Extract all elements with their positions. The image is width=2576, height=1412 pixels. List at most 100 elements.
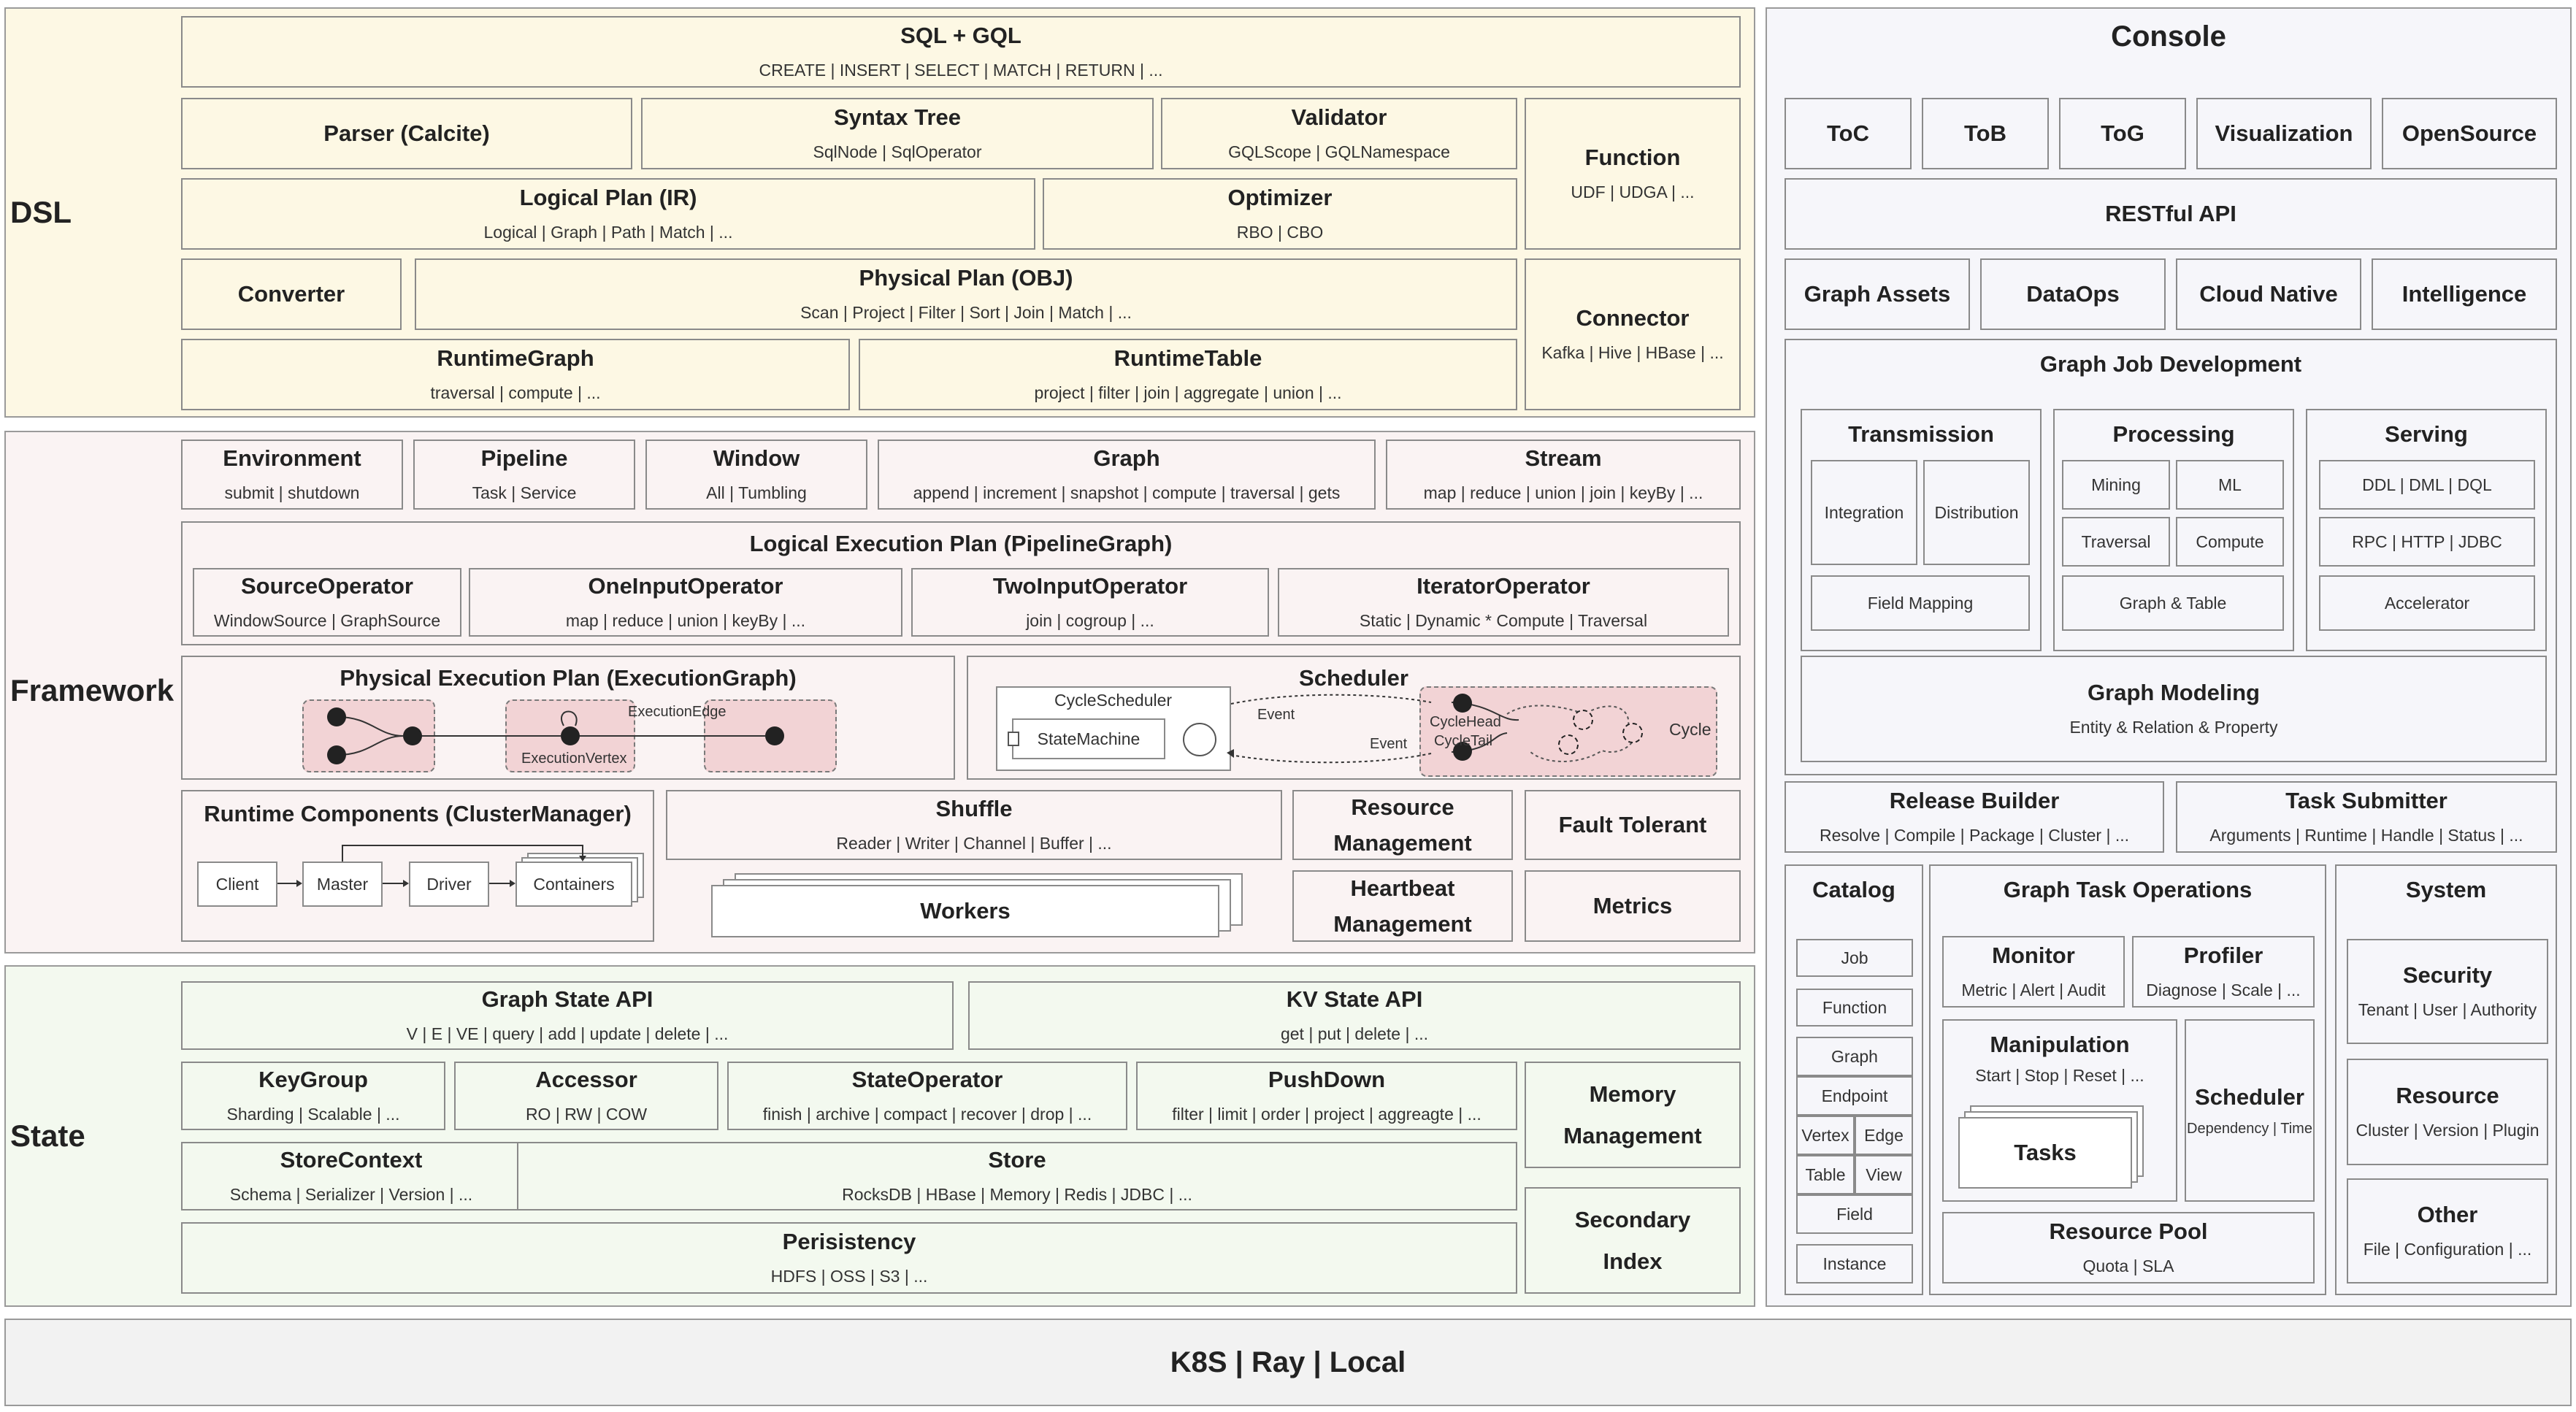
graph-job-development-title: Graph Job Development [2039, 351, 2302, 377]
field-mapping-box: Field Mapping [1811, 575, 2030, 631]
shuffle-sub: Reader | Writer | Channel | Buffer | ... [836, 833, 1112, 853]
shuffle-title: Shuffle [935, 796, 1013, 822]
kv-state-api-box: KV State API get | put | delete | ... [968, 981, 1741, 1050]
client-label: Client [215, 874, 259, 894]
accelerator-box: Accelerator [2319, 575, 2535, 631]
distribution-box: Distribution [1923, 460, 2030, 565]
syntax-tree-sub: SqlNode | SqlOperator [813, 142, 982, 161]
two-input-operator-sub: join | cogroup | ... [1026, 610, 1154, 630]
catalog-graph: Graph [1796, 1037, 1913, 1076]
store-title: Store [988, 1147, 1046, 1173]
containers-label: Containers [533, 874, 615, 894]
metrics-title: Metrics [1592, 893, 1673, 919]
workers-box: Workers [711, 885, 1219, 937]
profiler-box: Profiler Diagnose | Scale | ... [2132, 936, 2315, 1008]
state-layer: State Graph State API V | E | VE | query… [4, 965, 1755, 1307]
cloud-native-label: Cloud Native [2199, 281, 2338, 307]
store-box: Store RocksDB | HBase | Memory | Redis |… [517, 1142, 1517, 1210]
memory-management-line2: Management [1563, 1123, 1702, 1148]
distribution-label: Distribution [1934, 502, 2019, 522]
stream-api-sub: map | reduce | union | join | keyBy | ..… [1423, 483, 1703, 502]
converter-title: Converter [237, 281, 345, 307]
manipulation-title: Manipulation [1990, 1032, 2130, 1057]
system-title: System [2405, 877, 2487, 902]
client-node: Client [197, 862, 277, 907]
logical-plan-title: Logical Plan (IR) [519, 185, 697, 211]
console-panel: Console ToC ToB ToG Visualization OpenSo… [1766, 7, 2572, 1307]
monitor-sub: Metric | Alert | Audit [1961, 980, 2106, 999]
cycle-tail-dot [1453, 742, 1472, 761]
catalog-table: Table [1796, 1155, 1855, 1194]
cluster-manager-diagram: Client Master Driver Containers [181, 790, 654, 942]
graph-assets-label: Graph Assets [1803, 281, 1951, 307]
console-title: Console [2111, 20, 2226, 53]
window-sub: All | Tumbling [706, 483, 807, 502]
one-input-operator-box: OneInputOperator map | reduce | union | … [469, 568, 902, 637]
accelerator-label: Accelerator [2384, 593, 2470, 613]
logical-plan-sub: Logical | Graph | Path | Match | ... [483, 222, 733, 242]
logical-plan-box: Logical Plan (IR) Logical | Graph | Path… [181, 178, 1035, 250]
catalog-instance: Instance [1796, 1244, 1913, 1284]
catalog-job: Job [1796, 939, 1913, 977]
toc-label: ToC [1827, 120, 1869, 147]
graph-state-api-sub: V | E | VE | query | add | update | dele… [406, 1024, 729, 1043]
pushdown-sub: filter | limit | order | project | aggre… [1172, 1104, 1481, 1124]
task-submitter-sub: Arguments | Runtime | Handle | Status | … [2209, 825, 2523, 845]
cycle-head-label: CycleHead [1430, 714, 1501, 730]
execution-edges [337, 710, 765, 756]
pipeline-box: Pipeline Task | Service [413, 440, 635, 510]
graph-modeling-box: Graph Modeling Entity & Relation & Prope… [1801, 656, 2547, 762]
window-box: Window All | Tumbling [645, 440, 867, 510]
sql-gql-sub: CREATE | INSERT | SELECT | MATCH | RETUR… [759, 60, 1163, 80]
opensource-label: OpenSource [2401, 120, 2537, 147]
one-input-operator-title: OneInputOperator [588, 573, 783, 599]
heartbeat-management-line2: Management [1333, 911, 1472, 937]
cloud-native-box: Cloud Native [2176, 258, 2361, 330]
graph-api-sub: append | increment | snapshot | compute … [913, 483, 1341, 502]
dataops-box: DataOps [1980, 258, 2166, 330]
memory-management-line1: Memory [1589, 1081, 1676, 1107]
state-machine-label: StateMachine [1037, 729, 1141, 748]
transmission-title: Transmission [1848, 421, 1994, 447]
logical-exec-plan-title: Logical Execution Plan (PipelineGraph) [749, 531, 1173, 556]
state-operator-title: StateOperator [851, 1067, 1003, 1093]
other-title: Other [2417, 1202, 2478, 1228]
catalog-field: Field [1796, 1194, 1913, 1234]
resource-title: Resource [2396, 1083, 2499, 1109]
parser-box: Parser (Calcite) [181, 98, 632, 169]
validator-title: Validator [1291, 104, 1387, 131]
compute-box: Compute [2176, 517, 2284, 567]
state-machine-box: StateMachine [1012, 718, 1165, 759]
task-submitter-box: Task Submitter Arguments | Runtime | Han… [2176, 781, 2557, 853]
catalog-endpoint-label: Endpoint [1821, 1086, 1888, 1105]
catalog-edge-label: Edge [1864, 1125, 1904, 1145]
monitor-title: Monitor [1992, 943, 2075, 969]
state-label: State [10, 1119, 85, 1153]
rpc-http-jdbc-box: RPC | HTTP | JDBC [2319, 517, 2535, 567]
graph-api-box: Graph append | increment | snapshot | co… [878, 440, 1376, 510]
execution-vertex-label: ExecutionVertex [521, 751, 627, 767]
graph-api-title: Graph [1093, 445, 1160, 472]
profiler-title: Profiler [2183, 943, 2263, 969]
catalog-instance-label: Instance [1822, 1254, 1887, 1273]
execution-vertex-dot [561, 726, 580, 745]
validator-box: Validator GQLScope | GQLNamespace [1161, 98, 1517, 169]
master-node: Master [302, 862, 383, 907]
cycle-label: Cycle [1669, 720, 1711, 739]
resource-management-line1: Resource [1351, 794, 1454, 820]
runtime-components-title: Runtime Components (ClusterManager) [204, 801, 632, 826]
dsl-label: DSL [10, 195, 72, 229]
window-title: Window [713, 445, 800, 472]
execution-edge-label: ExecutionEdge [628, 704, 727, 720]
sql-gql-box: SQL + GQL CREATE | INSERT | SELECT | MAT… [181, 16, 1741, 88]
intelligence-box: Intelligence [2372, 258, 2557, 330]
environment-title: Environment [223, 445, 361, 472]
persistency-box: Perisistency HDFS | OSS | S3 | ... [181, 1222, 1517, 1294]
refresh-icon [1183, 723, 1216, 756]
release-builder-title: Release Builder [1889, 788, 2060, 814]
fault-tolerant-title: Fault Tolerant [1558, 812, 1707, 838]
keygroup-sub: Sharding | Scalable | ... [226, 1104, 400, 1124]
sql-gql-title: SQL + GQL [900, 23, 1021, 49]
graph-assets-box: Graph Assets [1785, 258, 1970, 330]
store-context-sub: Schema | Serializer | Version | ... [229, 1184, 473, 1204]
